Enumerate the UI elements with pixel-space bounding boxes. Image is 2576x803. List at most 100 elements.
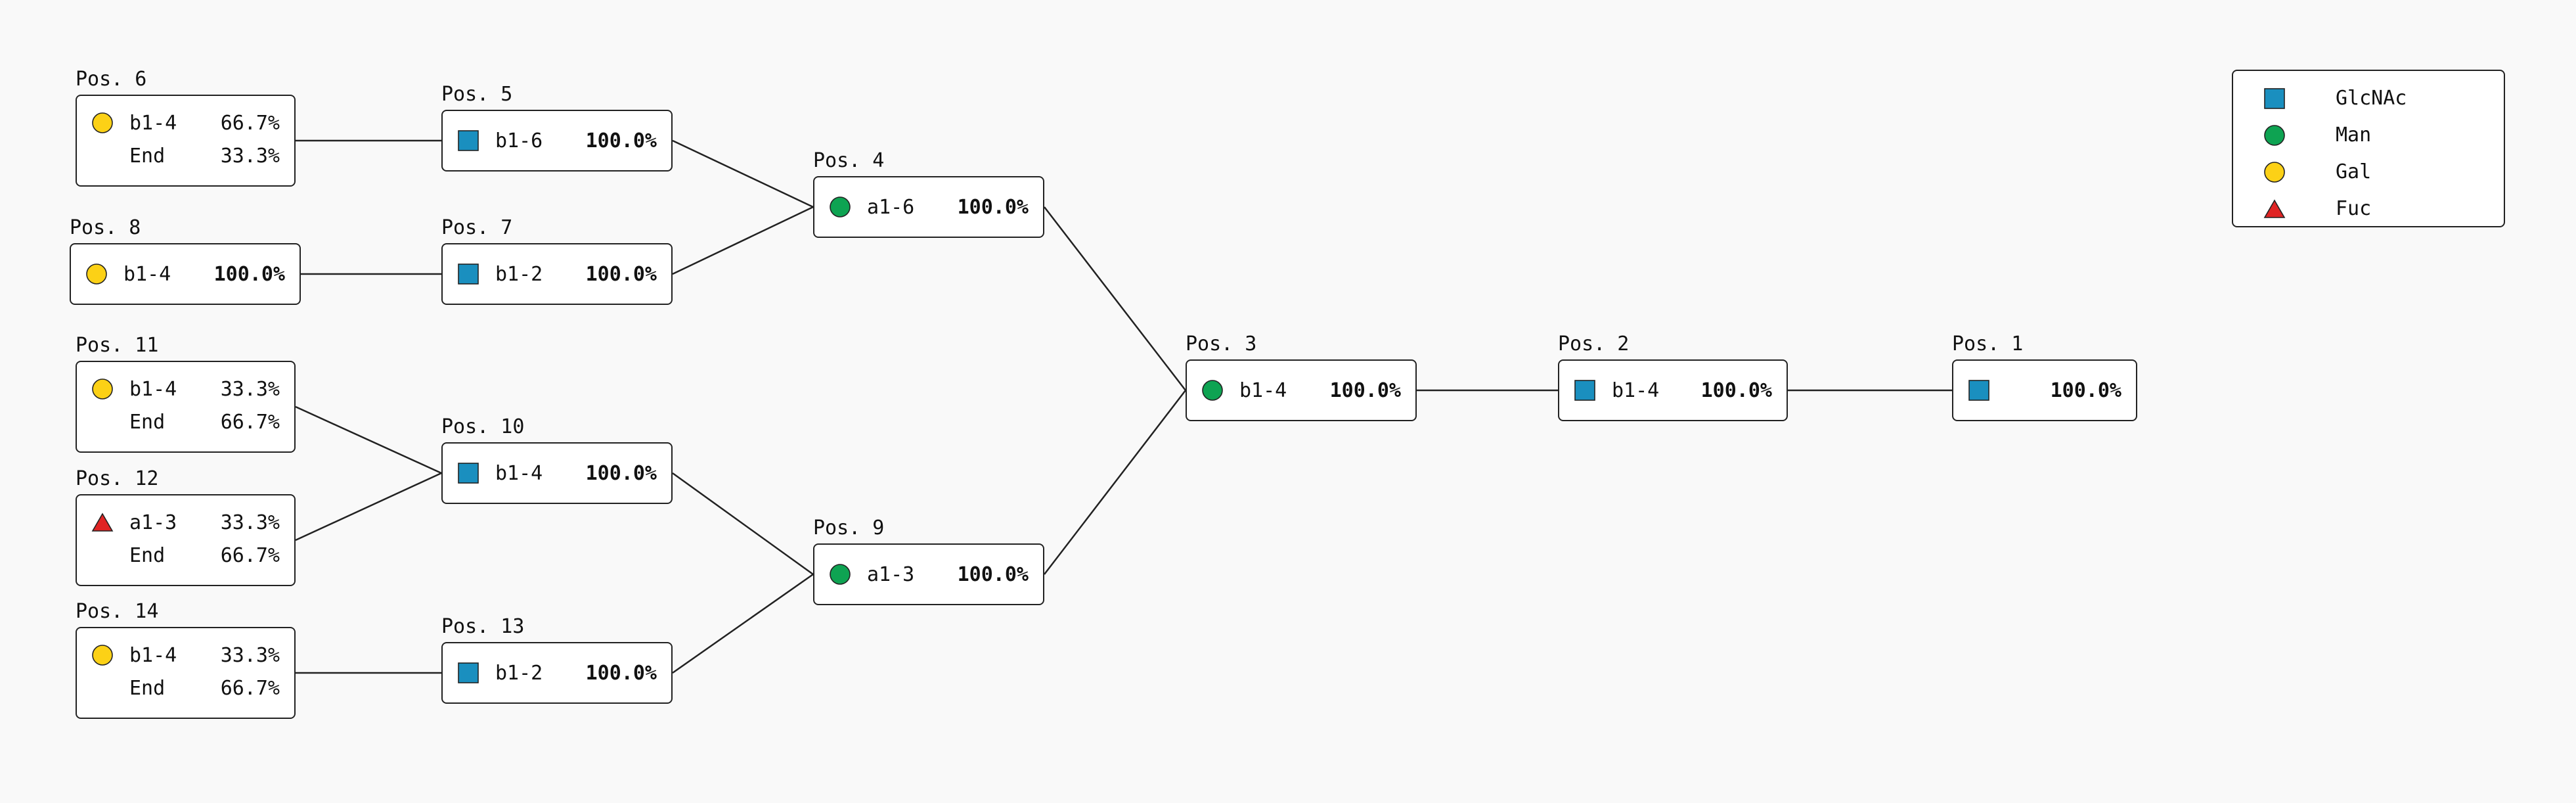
glcnac-square-icon xyxy=(457,263,479,285)
percentage-value: 66.7% xyxy=(220,676,280,700)
residue-row: b1-4 33.3% xyxy=(77,374,294,404)
percentage-value: 33.3% xyxy=(220,643,280,667)
percentage-value: 66.7% xyxy=(220,543,280,567)
legend-item: Man xyxy=(2233,117,2504,154)
edge-pos12-pos10 xyxy=(295,472,442,541)
edge-pos10-pos9 xyxy=(672,472,814,576)
glcnac-square-icon xyxy=(2263,87,2286,110)
edge-pos4-pos3 xyxy=(1044,206,1186,391)
gal-circle-icon xyxy=(91,644,114,666)
linkage-label: b1-4 xyxy=(129,111,177,135)
residue-row: 100.0% xyxy=(1953,375,2136,405)
percentage-value: 33.3% xyxy=(220,511,280,534)
legend-label: Gal xyxy=(2336,160,2372,183)
legend-label: GlcNAc xyxy=(2336,87,2407,110)
glcnac-square-icon xyxy=(457,129,479,152)
percentage-value: 100.0% xyxy=(585,661,657,685)
edge-pos9-pos3 xyxy=(1044,390,1186,575)
position-label: Pos. 4 xyxy=(813,149,885,172)
residue-row: End 66.7% xyxy=(77,673,294,703)
position-label: Pos. 14 xyxy=(76,600,159,623)
linkage-label: End xyxy=(129,676,166,700)
linkage-label: a1-3 xyxy=(867,562,915,586)
percentage-value: 100.0% xyxy=(213,262,285,286)
gal-circle-icon xyxy=(91,378,114,400)
linkage-label: b1-2 xyxy=(495,262,543,286)
position-label: Pos. 8 xyxy=(70,216,141,239)
edge-pos11-pos10 xyxy=(295,405,442,474)
position-label: Pos. 3 xyxy=(1186,333,1257,356)
gal-circle-icon xyxy=(91,112,114,134)
percentage-value: 66.7% xyxy=(220,410,280,434)
legend-item: Gal xyxy=(2233,154,2504,191)
man-circle-icon xyxy=(829,196,851,218)
residue-row: b1-4 100.0% xyxy=(1559,375,1787,405)
glcnac-square-icon xyxy=(1968,379,1990,401)
legend-item: GlcNAc xyxy=(2233,80,2504,117)
position-label: Pos. 7 xyxy=(441,216,513,239)
percentage-value: 100.0% xyxy=(1700,379,1772,402)
residue-node-pos11: b1-4 33.3% End 66.7% xyxy=(76,361,296,453)
linkage-label: b1-4 xyxy=(123,262,171,286)
fuc-triangle-icon xyxy=(91,511,114,534)
position-label: Pos. 6 xyxy=(76,68,147,91)
position-label: Pos. 12 xyxy=(76,467,159,490)
linkage-label: b1-6 xyxy=(495,129,543,152)
edge-pos7-pos4 xyxy=(672,206,814,275)
linkage-label: b1-4 xyxy=(129,643,177,667)
residue-node-pos13: b1-2 100.0% xyxy=(441,642,673,704)
residue-row: End 66.7% xyxy=(77,540,294,570)
position-label: Pos. 5 xyxy=(441,83,513,106)
man-circle-icon xyxy=(829,563,851,585)
linkage-label: b1-4 xyxy=(1612,379,1660,402)
position-label: Pos. 10 xyxy=(441,415,525,438)
residue-row: b1-4 33.3% xyxy=(77,640,294,670)
residue-node-pos2: b1-4 100.0% xyxy=(1558,359,1788,421)
linkage-label: End xyxy=(129,543,166,567)
legend-label: Fuc xyxy=(2336,197,2372,220)
legend-label: Man xyxy=(2336,124,2372,147)
linkage-label: End xyxy=(129,144,166,168)
linkage-label: b1-4 xyxy=(129,377,177,401)
residue-row: b1-4 66.7% xyxy=(77,108,294,138)
fuc-triangle-icon xyxy=(2263,198,2286,220)
residue-node-pos8: b1-4 100.0% xyxy=(70,243,301,305)
residue-row: b1-4 100.0% xyxy=(443,458,671,488)
linkage-label: b1-4 xyxy=(495,461,543,485)
residue-node-pos1: 100.0% xyxy=(1952,359,2137,421)
legend-item: Fuc xyxy=(2233,191,2504,227)
glcnac-square-icon xyxy=(457,462,479,484)
position-label: Pos. 1 xyxy=(1952,333,2024,356)
position-label: Pos. 2 xyxy=(1558,333,1630,356)
residue-node-pos14: b1-4 33.3% End 66.7% xyxy=(76,627,296,719)
residue-node-pos10: b1-4 100.0% xyxy=(441,442,673,504)
percentage-value: 66.7% xyxy=(220,111,280,135)
edge-pos5-pos4 xyxy=(672,139,814,208)
percentage-value: 33.3% xyxy=(220,377,280,401)
linkage-label: End xyxy=(129,410,166,434)
linkage-label: b1-4 xyxy=(1239,379,1287,402)
linkage-label: b1-2 xyxy=(495,661,543,685)
linkage-label: a1-6 xyxy=(867,195,915,219)
edge-pos13-pos9 xyxy=(672,573,814,674)
position-label: Pos. 11 xyxy=(76,334,159,357)
percentage-value: 100.0% xyxy=(585,461,657,485)
residue-row: b1-4 100.0% xyxy=(71,259,300,289)
